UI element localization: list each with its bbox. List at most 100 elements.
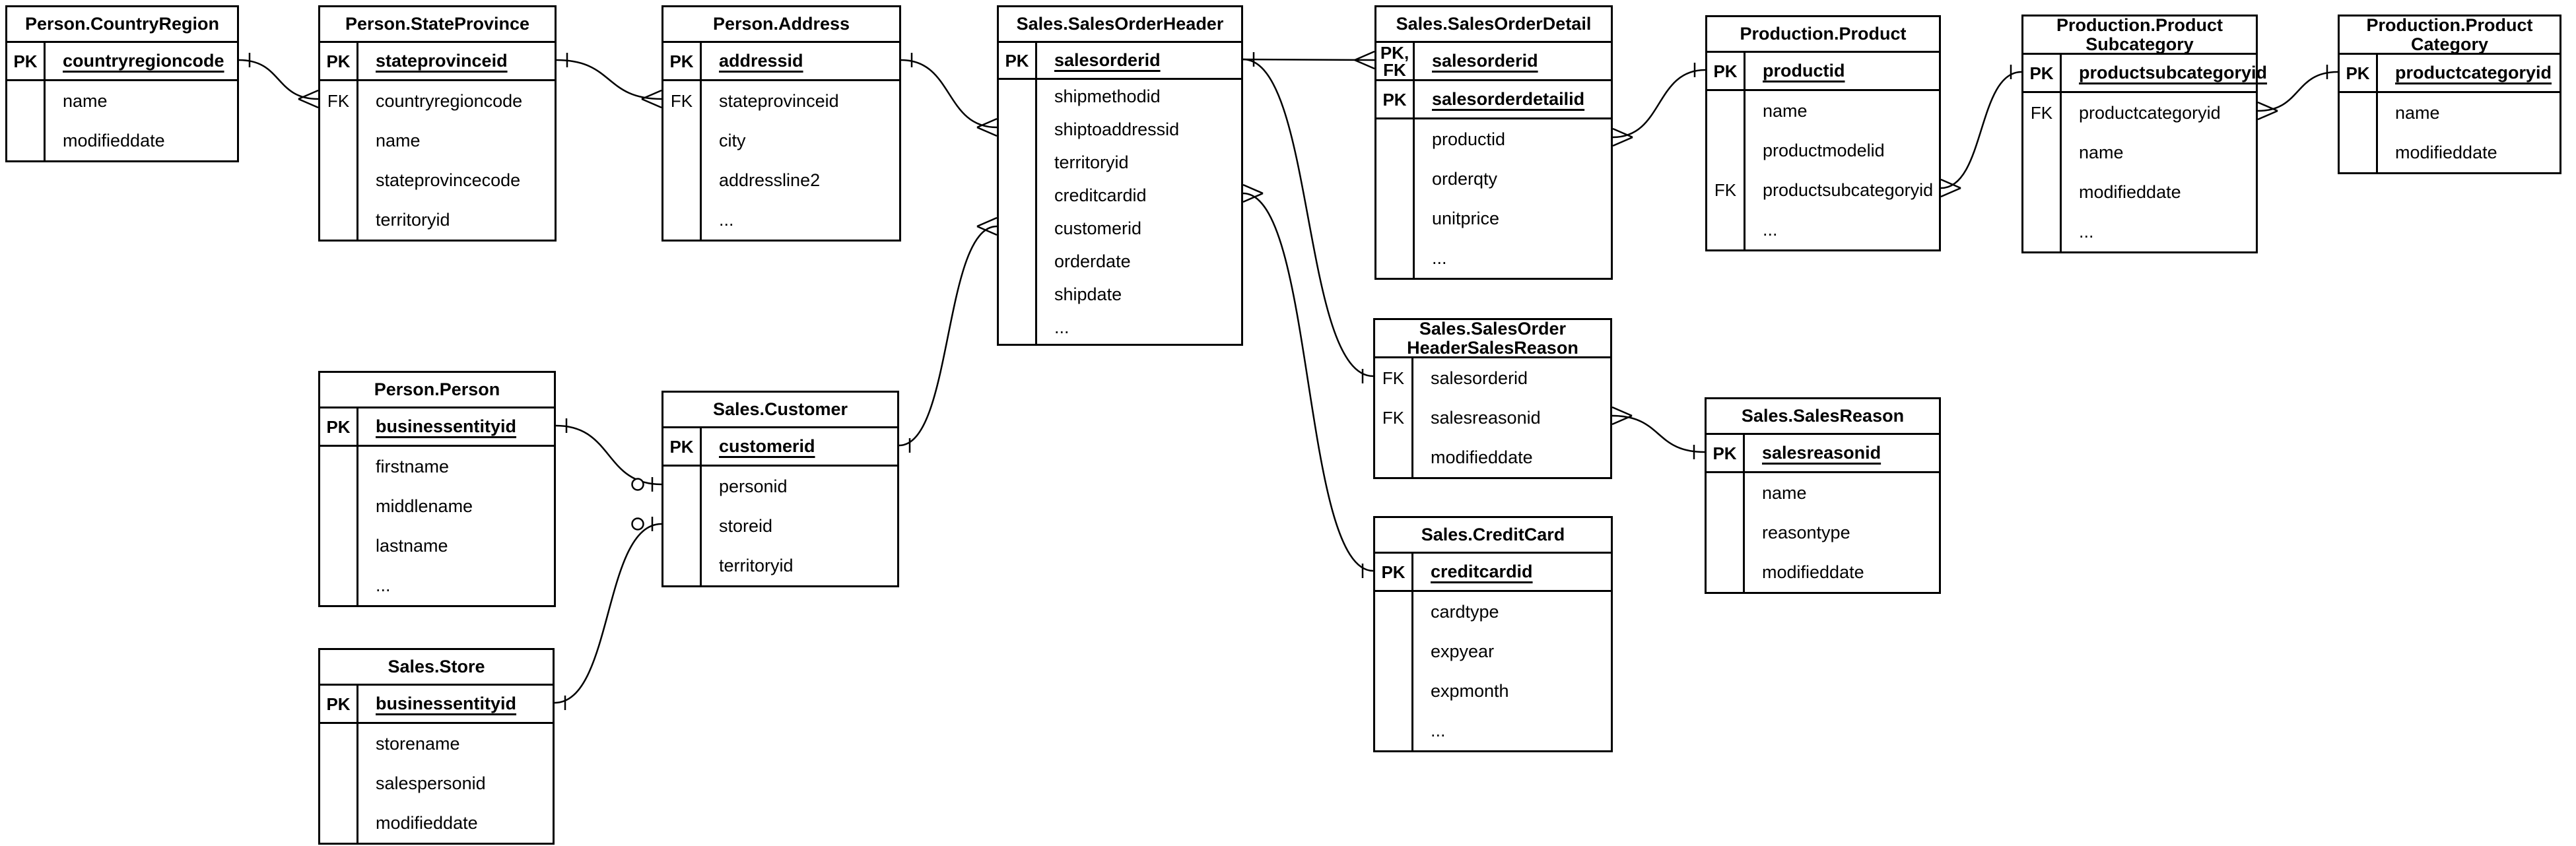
key-label xyxy=(663,160,702,200)
table-title: Production.Product xyxy=(1707,17,1939,53)
key-label: PK xyxy=(1707,53,1746,89)
field-name: modifieddate xyxy=(1762,562,1864,582)
field-name: unitprice xyxy=(1432,208,1500,228)
key-label xyxy=(320,724,358,764)
key-label xyxy=(320,200,358,240)
relationship-salesorderheader-headersalesreason[interactable] xyxy=(1242,58,1374,383)
field-name: orderqty xyxy=(1432,168,1498,189)
relationship-person-customer[interactable] xyxy=(555,418,662,492)
field-name: ... xyxy=(1432,247,1447,268)
field-name: modifieddate xyxy=(376,812,478,833)
key-label xyxy=(999,212,1037,245)
key-label xyxy=(320,764,358,803)
field-row: cardtype xyxy=(1375,592,1611,632)
relationship-creditcard-salesorderheader[interactable] xyxy=(1242,183,1374,578)
relationship-customer-salesorderheader[interactable] xyxy=(898,216,998,453)
relationship-salesorderheader-salesorderdetail[interactable] xyxy=(1242,50,1375,70)
field-name: expyear xyxy=(1431,641,1495,661)
key-label: PK xyxy=(7,43,46,79)
relationship-productsubcategory-product[interactable] xyxy=(1940,65,2022,198)
field-row: productmodelid xyxy=(1707,131,1939,170)
key-label: PK xyxy=(320,43,358,79)
table-title: Sales.SalesOrderDetail xyxy=(1376,7,1611,43)
field-row: territoryid xyxy=(320,200,555,240)
field-name: modifieddate xyxy=(63,130,165,150)
relationship-address-salesorderheader[interactable] xyxy=(900,53,998,137)
key-label xyxy=(1707,513,1745,552)
relationship-countryregion-stateprovince[interactable] xyxy=(238,53,319,109)
key-label xyxy=(1375,632,1413,671)
pk-field-name: creditcardid xyxy=(1431,562,1533,581)
key-label xyxy=(320,566,358,605)
field-name: territoryid xyxy=(719,555,794,575)
key-label xyxy=(999,146,1037,179)
key-label xyxy=(2340,133,2378,172)
key-label: FK xyxy=(663,81,702,121)
key-label xyxy=(320,121,358,160)
table-title: Production.Product Subcategory xyxy=(2023,15,2256,55)
key-label xyxy=(2023,212,2062,251)
key-label: PK xyxy=(320,408,358,445)
table-title: Person.Address xyxy=(663,7,899,43)
field-row: orderqty xyxy=(1376,159,1611,199)
field-name: productsubcategoryid xyxy=(1763,179,1934,200)
field-name: creditcardid xyxy=(1054,185,1147,205)
field-name: ... xyxy=(719,209,734,230)
field-name: firstname xyxy=(376,456,450,476)
table-title: Sales.CreditCard xyxy=(1375,518,1611,554)
field-name: customerid xyxy=(1054,218,1142,238)
field-row: expyear xyxy=(1375,632,1611,671)
field-row: storename xyxy=(320,724,553,764)
field-row: name xyxy=(2023,133,2256,172)
key-label: PK xyxy=(663,43,702,79)
key-label xyxy=(1707,552,1745,592)
table-title: Person.StateProvince xyxy=(320,7,555,43)
relationship-salesreason-headersalesreason[interactable] xyxy=(1611,406,1705,459)
field-name: ... xyxy=(1431,720,1446,740)
field-name: storeid xyxy=(719,515,773,536)
key-label xyxy=(2340,93,2378,133)
field-row: modifieddate xyxy=(2340,133,2559,172)
field-name: stateprovinceid xyxy=(719,90,839,111)
field-row: modifieddate xyxy=(1375,438,1610,477)
field-name: cardtype xyxy=(1431,601,1499,622)
relationship-store-customer[interactable] xyxy=(554,517,662,710)
relationship-product-salesorderdetail[interactable] xyxy=(1612,63,1706,147)
key-label xyxy=(1375,711,1413,750)
key-label: PK xyxy=(1375,554,1413,590)
field-name: salesreasonid xyxy=(1431,407,1541,428)
field-row: stateprovincecode xyxy=(320,160,555,200)
relationship-productcategory-productsubcategory[interactable] xyxy=(2257,65,2338,121)
field-name: ... xyxy=(1763,219,1778,240)
field-row: expmonth xyxy=(1375,671,1611,711)
field-row: creditcardid xyxy=(999,179,1241,212)
relationship-stateprovince-address[interactable] xyxy=(556,53,662,109)
field-name: shiptoaddressid xyxy=(1054,119,1180,139)
field-row: ... xyxy=(320,566,554,605)
key-label xyxy=(999,179,1037,212)
key-label xyxy=(663,467,702,506)
